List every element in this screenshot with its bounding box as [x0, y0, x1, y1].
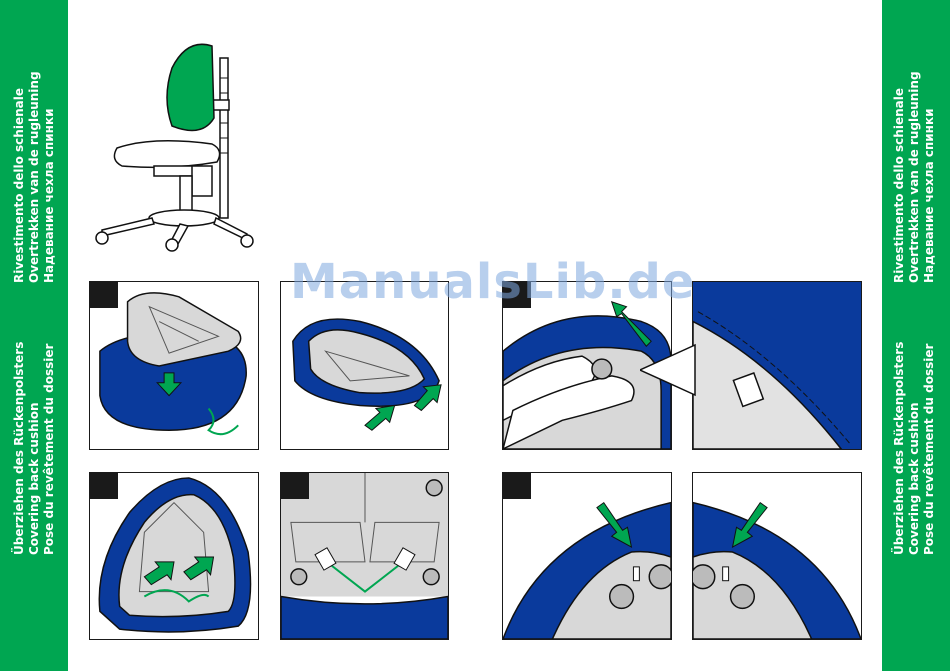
- step-panel-3-zoom: [692, 281, 862, 450]
- step-panel-3: [502, 281, 672, 450]
- title-de: Überziehen des Rückenpolsters: [892, 341, 906, 555]
- chair-illustration-icon: [95, 43, 254, 252]
- step-2-pull-cover-icon: [292, 318, 442, 431]
- title-de: Überziehen des Rückenpolsters: [12, 341, 26, 555]
- title-it: Rivestimento dello schienale: [892, 88, 906, 283]
- step-panel-6b: [692, 472, 862, 640]
- watermark: ManualsLib.de: [290, 254, 696, 310]
- step-number-box: [281, 473, 309, 499]
- step-number-box: [90, 282, 118, 308]
- title-en: Covering back cushion: [907, 402, 921, 555]
- title-nl: Overtrekken van de rugleuning: [907, 71, 921, 283]
- step-1-shell-onto-cushion-icon: [99, 292, 247, 436]
- step-panel-2: [280, 281, 449, 450]
- step-panel-1: [89, 281, 259, 450]
- title-en: Covering back cushion: [27, 402, 41, 555]
- left-upper-title-group: Rivestimento dello schienale Overtrekken…: [12, 71, 57, 283]
- step-3-hand-tuck-icon: [503, 300, 671, 449]
- step-4-hook-cords-icon: [98, 477, 252, 633]
- step-3-detail-zoom-icon: [693, 282, 861, 449]
- step-panel-5: [280, 472, 449, 640]
- step-number-box: [503, 473, 531, 499]
- right-upper-title-group: Rivestimento dello schienale Overtrekken…: [892, 71, 937, 283]
- step-6-tab-right-icon: [693, 501, 861, 639]
- title-fr: Pose du revêtement du dossier: [42, 343, 56, 555]
- title-ru: Надевание чехла спинки: [922, 108, 936, 283]
- left-side-bar: Rivestimento dello schienale Overtrekken…: [0, 0, 68, 671]
- step-panel-6a: [502, 472, 672, 640]
- left-lower-title-group: Überziehen des Rückenpolsters Covering b…: [12, 342, 57, 555]
- step-6-tab-left-icon: [503, 501, 671, 639]
- step-number-box: [503, 282, 531, 308]
- step-number-box: [90, 473, 118, 499]
- step-panel-4: [89, 472, 259, 640]
- title-it: Rivestimento dello schienale: [12, 88, 26, 283]
- title-ru: Надевание чехла спинки: [42, 108, 56, 283]
- right-side-bar: Rivestimento dello schienale Overtrekken…: [882, 0, 950, 671]
- title-nl: Overtrekken van de rugleuning: [27, 71, 41, 283]
- right-lower-title-group: Überziehen des Rückenpolsters Covering b…: [892, 342, 937, 555]
- title-fr: Pose du revêtement du dossier: [922, 343, 936, 555]
- zoom-connector-icon: [640, 343, 696, 397]
